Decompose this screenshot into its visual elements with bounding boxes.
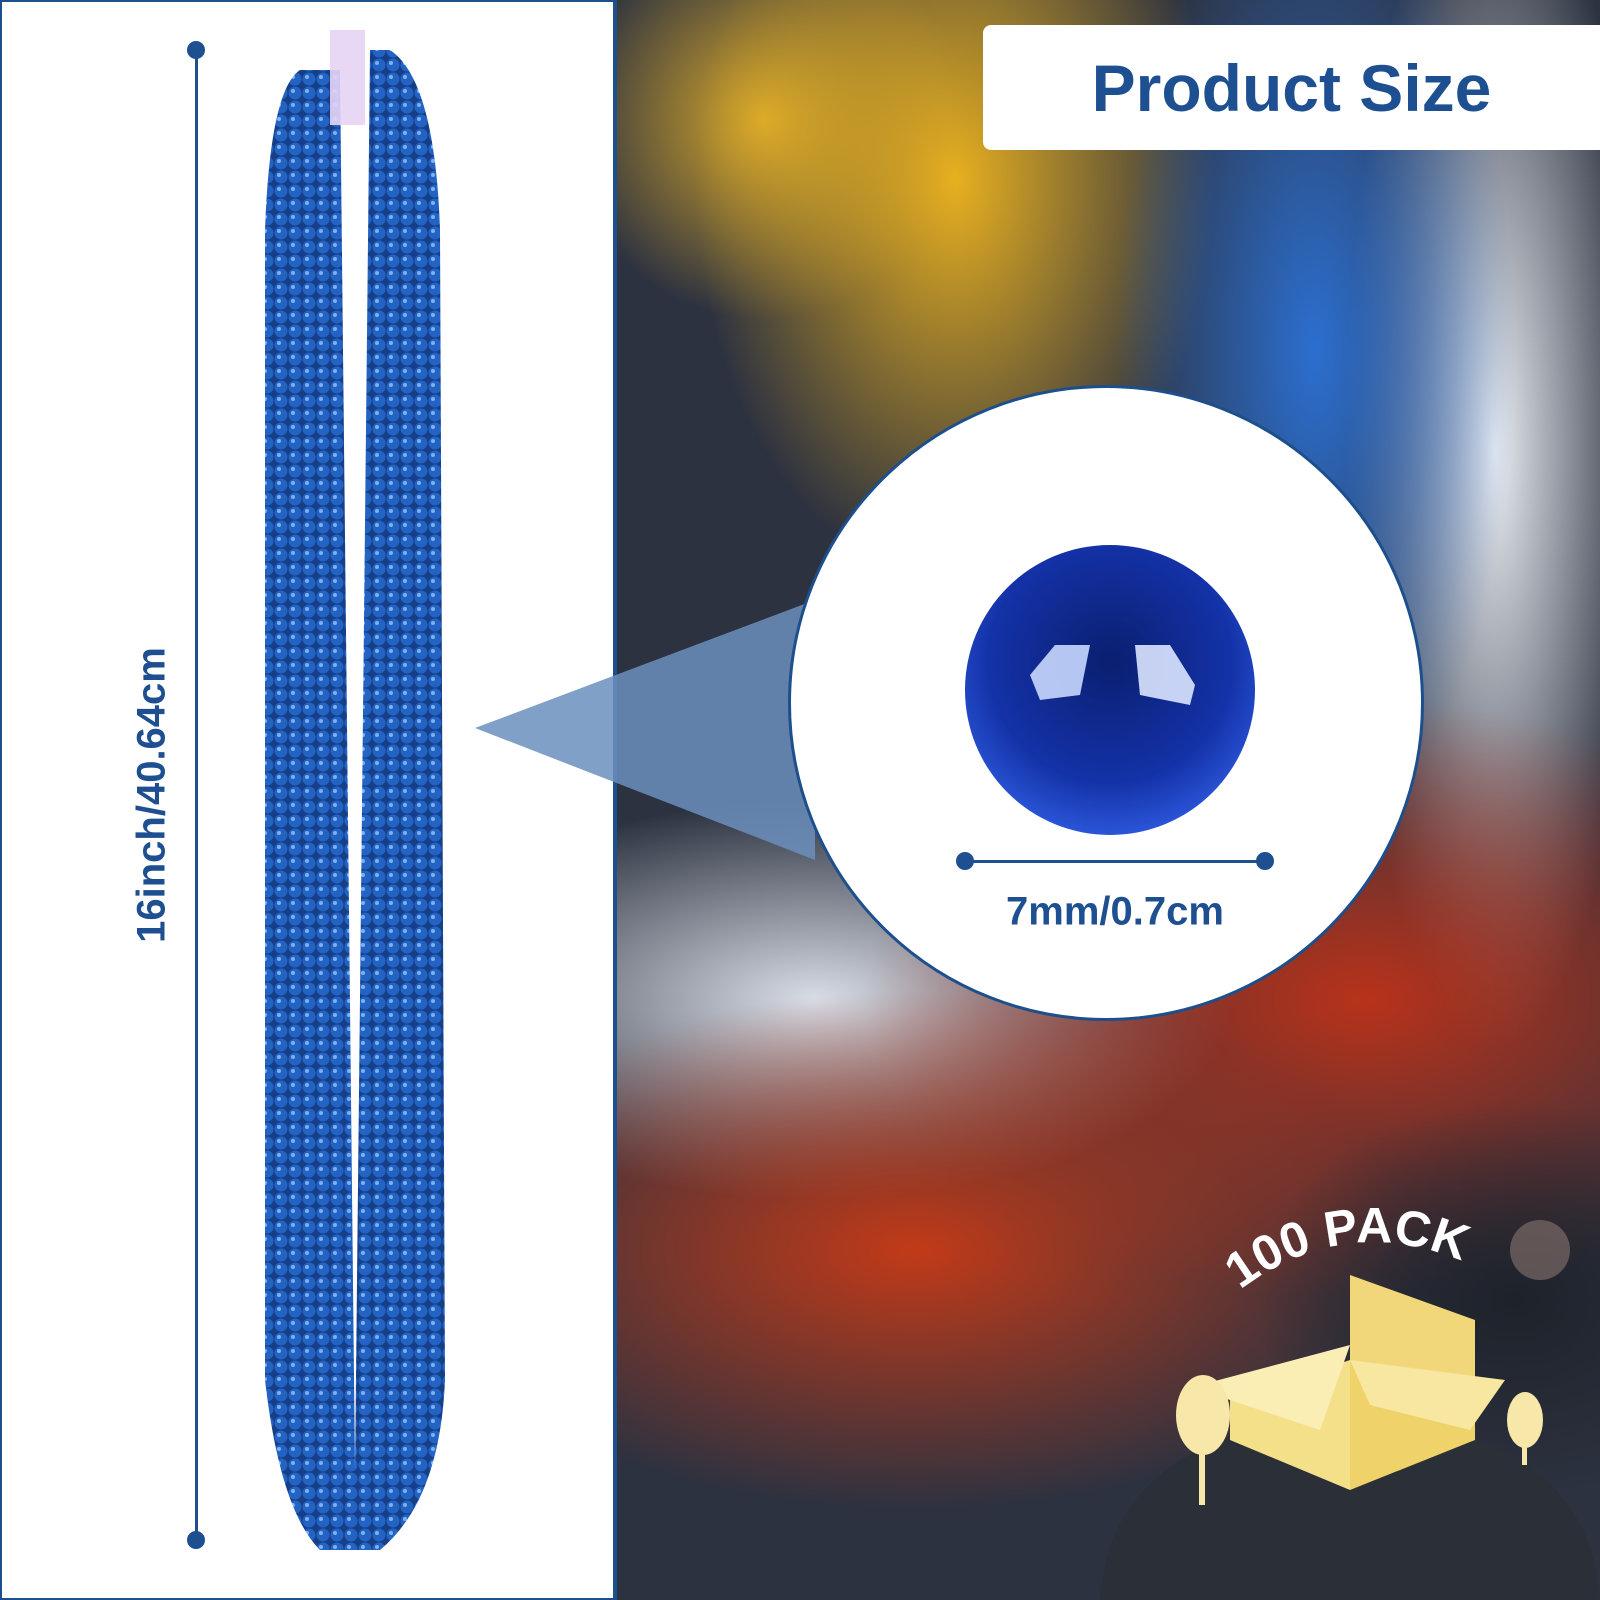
measure-dot-top [187, 41, 205, 59]
bead-measure-dot-right [1256, 852, 1274, 870]
bead-measure-line [965, 860, 1265, 863]
pack-badge: 100 PACK [1100, 1197, 1600, 1600]
page-title: Product Size [1091, 50, 1492, 125]
svg-text:100 PACK: 100 PACK [1215, 1197, 1477, 1299]
length-measure-line [195, 50, 198, 1540]
bead-necklace-image [265, 30, 445, 1550]
bead-closeup-image [965, 545, 1255, 835]
bead-size-label: 7mm/0.7cm [1006, 889, 1224, 934]
pack-label: 100 PACK [1215, 1197, 1477, 1299]
title-box: Product Size [983, 25, 1600, 150]
bead-measure-dot-left [956, 852, 974, 870]
measure-dot-bottom [187, 1531, 205, 1549]
